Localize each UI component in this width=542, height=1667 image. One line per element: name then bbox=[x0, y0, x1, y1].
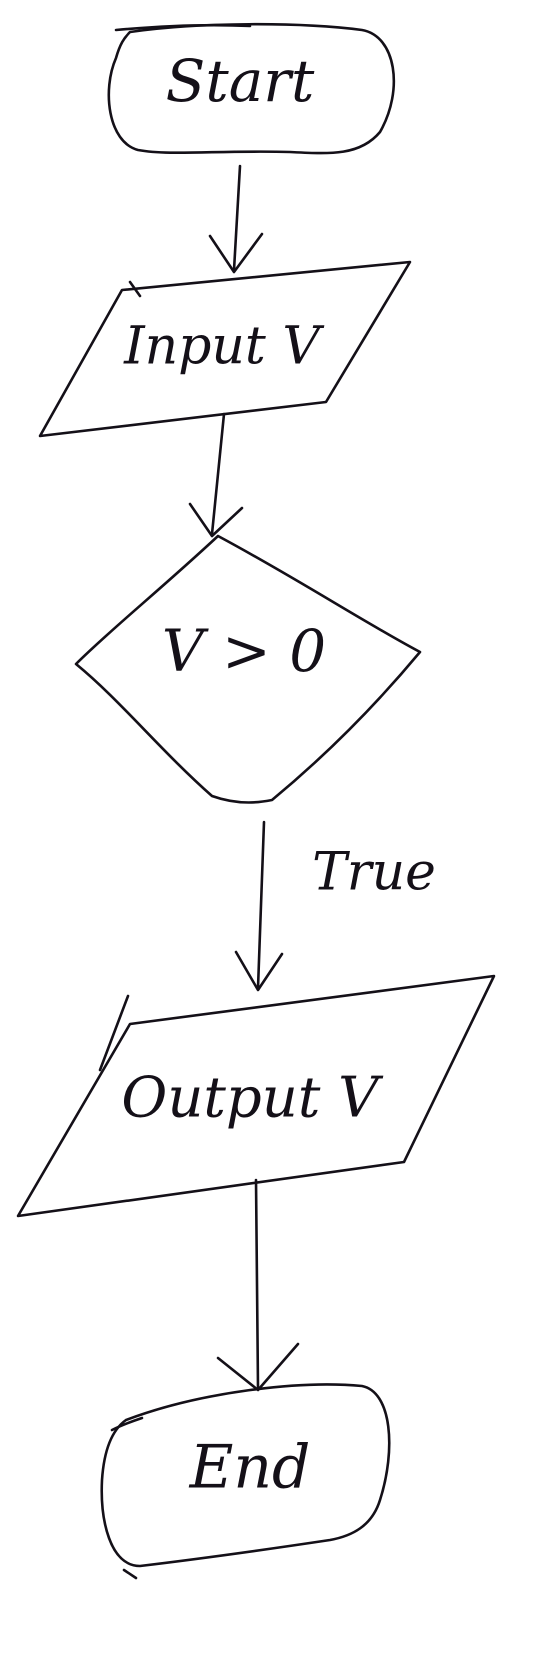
edge-output-end-line bbox=[254, 1178, 260, 1390]
input-node: Input V bbox=[38, 260, 412, 438]
start-node: Start bbox=[107, 22, 396, 155]
end-node-shape bbox=[100, 1383, 391, 1568]
condition-node-label: V > 0 bbox=[162, 617, 326, 685]
start-node-label: Start bbox=[166, 47, 315, 115]
edge-output-end bbox=[216, 1178, 300, 1392]
input-node-label: Input V bbox=[123, 317, 324, 377]
output-node-label: Output V bbox=[121, 1066, 384, 1131]
edge-input-condition-line bbox=[210, 412, 226, 536]
end-node-label: End bbox=[189, 1433, 311, 1503]
output-node-left-overstroke bbox=[98, 994, 130, 1072]
edge-condition-output-line bbox=[256, 820, 266, 990]
edge-start-input-arrowhead bbox=[208, 232, 264, 274]
edge-condition-output: True bbox=[234, 820, 436, 992]
edge-start-input-line bbox=[232, 164, 242, 272]
end-node: End bbox=[100, 1383, 391, 1580]
start-node-overstroke bbox=[114, 23, 252, 32]
edge-input-condition-arrowhead bbox=[188, 502, 244, 538]
output-node: Output V bbox=[16, 974, 496, 1218]
input-node-corner-tick bbox=[128, 280, 142, 298]
condition-node: V > 0 bbox=[74, 534, 422, 804]
edge-input-condition bbox=[188, 412, 244, 538]
edge-start-input bbox=[208, 164, 264, 274]
condition-node-shape bbox=[74, 534, 422, 804]
edge-condition-output-label: True bbox=[312, 843, 436, 903]
input-node-shape bbox=[38, 260, 412, 438]
output-node-shape bbox=[16, 974, 496, 1218]
edge-condition-output-arrowhead bbox=[234, 950, 284, 992]
end-node-overstroke bbox=[110, 1416, 144, 1432]
start-node-shape bbox=[107, 22, 396, 155]
end-node-tail-tick bbox=[122, 1568, 138, 1580]
